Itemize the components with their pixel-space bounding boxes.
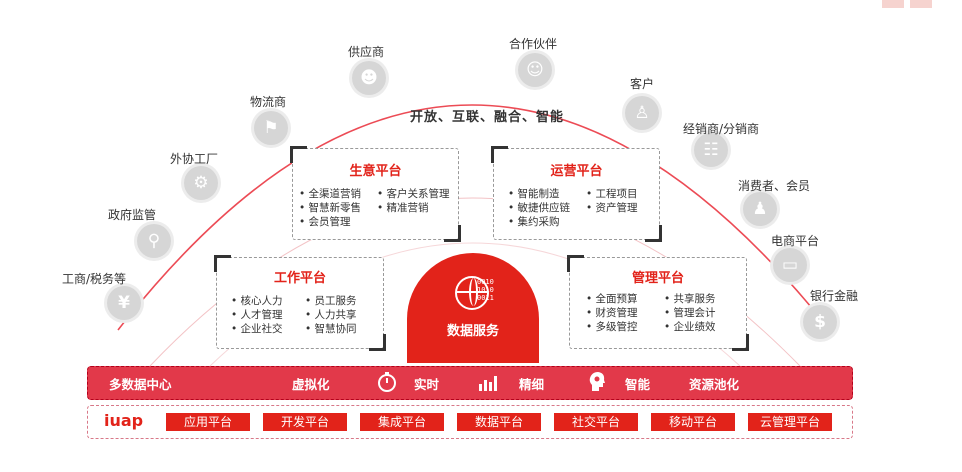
brain-head-icon <box>589 372 605 391</box>
corner-mark <box>290 146 307 163</box>
panel-title: 运营平台 <box>550 164 603 179</box>
node-label-outsource: 外协工厂 <box>170 152 219 166</box>
corner-mark <box>214 255 231 272</box>
platform-app: 应用平台 <box>166 413 250 431</box>
panel-title: 管理平台 <box>631 271 684 286</box>
list-item: 智能制造 <box>508 187 570 201</box>
band-item-fine: 精细 <box>519 377 545 392</box>
node-label-distributor: 经销商/分销商 <box>683 122 760 136</box>
globe-icon <box>455 276 489 310</box>
node-label-consumer: 消费者、会员 <box>738 179 811 193</box>
list-item: 企业绩效 <box>664 320 716 334</box>
list-item: 智慧协同 <box>305 322 357 336</box>
band-item-realtime: 实时 <box>414 377 440 392</box>
list-item: 敏捷供应链 <box>508 201 571 215</box>
panel-list-col2: 客户关系管理 精准营销 <box>377 187 450 215</box>
platform-data: 数据平台 <box>457 413 541 431</box>
list-item: 企业社交 <box>231 322 283 336</box>
binary-icon: 0010 1010 0011 <box>477 278 494 302</box>
binary-line: 0010 <box>477 278 494 286</box>
gear-icon: ⚙ <box>184 166 218 200</box>
node-label-tax: 工商/税务等 <box>62 272 127 286</box>
corner-mark <box>567 255 584 272</box>
node-label-partner: 合作伙伴 <box>509 37 558 51</box>
corner-mark <box>444 225 461 242</box>
list-item: 管理会计 <box>664 306 716 320</box>
panel-list-col1: 全面预算 财资管理 多级管控 <box>586 292 638 334</box>
node-label-supplier: 供应商 <box>348 45 385 59</box>
group-icon: ☷ <box>694 133 728 167</box>
band-item-virtualization: 虚拟化 <box>292 377 330 392</box>
node-label-ecommerce: 电商平台 <box>771 234 820 248</box>
platform-social: 社交平台 <box>554 413 638 431</box>
list-item: 全渠道营销 <box>299 187 362 201</box>
panel-list-col1: 全渠道营销 智慧新零售 会员管理 <box>299 187 362 229</box>
corner-decoration-1 <box>882 0 904 8</box>
partners-icon: ☺ <box>518 53 552 87</box>
panel-list-col2: 工程项目 资产管理 <box>586 187 638 215</box>
platform-cloud-management: 云管理平台 <box>748 413 832 431</box>
binary-line: 0011 <box>477 294 494 302</box>
work-platform-panel: 工作平台 核心人力 人才管理 企业社交 员工服务 人力共享 智慧协同 <box>214 255 386 351</box>
list-item: 财资管理 <box>586 306 638 320</box>
panel-list-col1: 核心人力 人才管理 企业社交 <box>231 294 283 336</box>
node-label-logistics: 物流商 <box>250 95 287 109</box>
band-item-intelligent: 智能 <box>625 377 651 392</box>
data-services-label: 数据服务 <box>446 324 499 339</box>
platform-integration: 集成平台 <box>360 413 444 431</box>
business-platform-panel: 生意平台 全渠道营销 智慧新零售 会员管理 客户关系管理 精准营销 <box>290 146 461 242</box>
member-icon: ♟ <box>743 192 777 226</box>
bar-chart-icon <box>479 376 497 391</box>
multi-datacenter-band <box>87 366 853 400</box>
list-item: 客户关系管理 <box>377 187 450 201</box>
list-item: 共享服务 <box>664 292 716 306</box>
node-label-gov: 政府监管 <box>108 208 157 222</box>
band-left-label: 多数据中心 <box>109 377 172 392</box>
node-label-bank: 银行金融 <box>810 289 859 303</box>
list-item: 智慧新零售 <box>299 201 362 215</box>
person-icon: ♙ <box>625 96 659 130</box>
platform-mobile: 移动平台 <box>651 413 735 431</box>
list-item: 工程项目 <box>586 187 638 201</box>
corner-mark <box>732 334 749 351</box>
panel-title: 生意平台 <box>349 164 402 179</box>
stopwatch-icon <box>378 372 396 392</box>
panel-list-col2: 员工服务 人力共享 智慧协同 <box>305 294 357 336</box>
list-item: 集约采购 <box>508 215 570 229</box>
list-item: 人力共享 <box>305 308 357 322</box>
management-platform-panel: 管理平台 全面预算 财资管理 多级管控 共享服务 管理会计 企业绩效 <box>567 255 749 351</box>
list-item: 人才管理 <box>231 308 283 322</box>
platform-dev: 开发平台 <box>263 413 347 431</box>
panel-title: 工作平台 <box>273 271 326 286</box>
computer-icon: ▭ <box>773 248 807 282</box>
corner-mark <box>645 225 662 242</box>
slogan: 开放、互联、融合、智能 <box>410 110 565 125</box>
binary-line: 1010 <box>477 286 494 294</box>
band-item-resource-pooling: 资源池化 <box>689 377 740 392</box>
iuap-logo: iuap <box>104 411 144 430</box>
node-label-customer: 客户 <box>630 77 655 91</box>
list-item: 资产管理 <box>586 201 638 215</box>
yen-icon: ¥ <box>107 286 141 320</box>
dollar-icon: $ <box>803 305 837 339</box>
list-item: 员工服务 <box>305 294 357 308</box>
list-item: 精准营销 <box>377 201 450 215</box>
panel-list-col1: 智能制造 敏捷供应链 集约采购 <box>508 187 571 229</box>
magnifier-icon: ⚲ <box>137 224 171 258</box>
corner-mark <box>369 334 386 351</box>
corner-decoration-2 <box>910 0 932 8</box>
operations-platform-panel: 运营平台 智能制造 敏捷供应链 集约采购 工程项目 资产管理 <box>491 146 662 242</box>
panel-list-col2: 共享服务 管理会计 企业绩效 <box>664 292 716 334</box>
list-item: 多级管控 <box>586 320 638 334</box>
delivery-person-icon: ⚑ <box>254 111 288 145</box>
list-item: 全面预算 <box>586 292 638 306</box>
list-item: 会员管理 <box>299 215 361 229</box>
list-item: 核心人力 <box>231 294 283 308</box>
people-icon: ☻ <box>352 61 386 95</box>
corner-mark <box>491 146 508 163</box>
